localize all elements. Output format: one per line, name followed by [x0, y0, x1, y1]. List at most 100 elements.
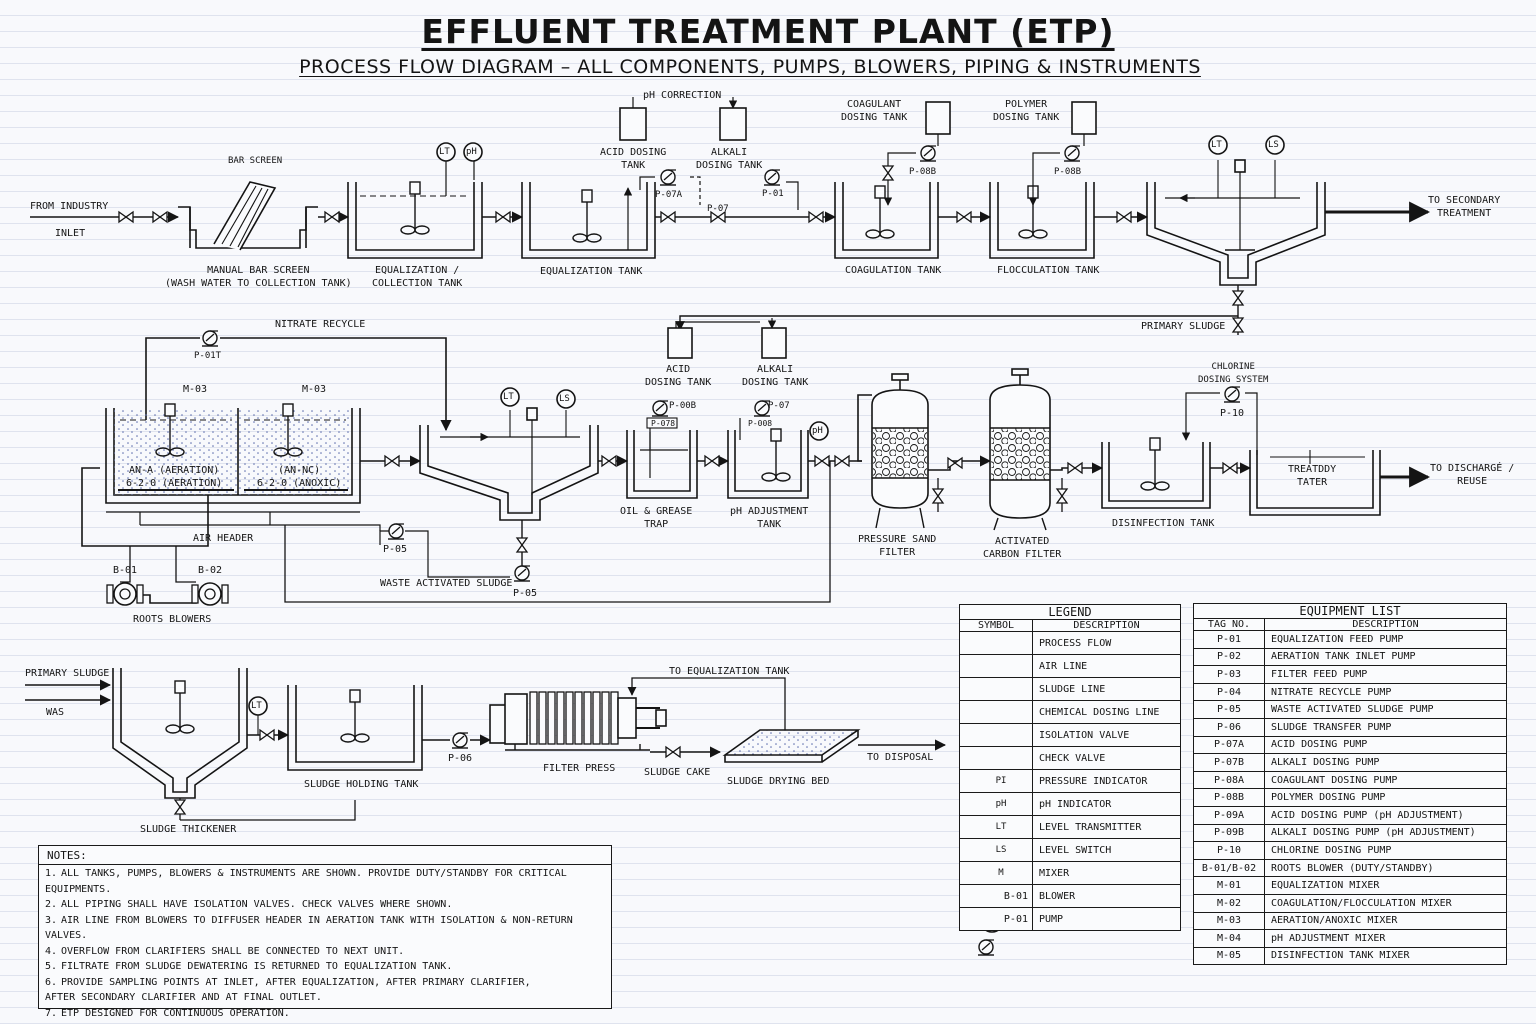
p10-label: P-10	[1220, 408, 1245, 419]
note-item: 3.AIR LINE FROM BLOWERS TO DIFFUSER HEAD…	[45, 913, 611, 944]
blower-b01-icon	[106, 582, 144, 606]
alkali-dosing-tank-mid-label: ALKALI DOSING TANK	[742, 364, 809, 388]
m03-a-label: M-03	[183, 384, 208, 395]
note-item: 1.ALL TANKS, PUMPS, BLOWERS & INSTRUMENT…	[45, 866, 611, 897]
legend-description: ISOLATION VALVE	[1032, 723, 1181, 747]
equipment-tag: P-08A	[1193, 770, 1265, 790]
legend-title: LEGEND	[959, 604, 1181, 620]
note-item: 6.PROVIDE SAMPLING POINTS AT INLET, AFTE…	[45, 975, 611, 1006]
inlet-line	[30, 211, 180, 223]
sludge-cake-label: SLUDGE CAKE	[644, 767, 711, 778]
equipment-tag: P-07A	[1193, 735, 1265, 755]
equipment-description: NITRATE RECYCLE PUMP	[1264, 682, 1507, 702]
note-item: 7.ETP DESIGNED FOR CONTINUOUS OPERATION.	[45, 1006, 611, 1022]
equipment-description: pH ADJUSTMENT MIXER	[1264, 929, 1507, 948]
note-text: FILTRATE FROM SLUDGE DEWATERING IS RETUR…	[61, 961, 453, 972]
secondary-clarifier	[284, 407, 831, 603]
eq-collection-tank	[347, 158, 524, 259]
waste-activated-sludge-label: WASTE ACTIVATED SLUDGE	[380, 578, 513, 589]
equalization-tank-label: EQUALIZATION TANK	[540, 266, 643, 277]
acid-alkali-dosing-mid	[649, 318, 787, 450]
equipment-description: DISINFECTION TANK MIXER	[1264, 946, 1507, 966]
treated-water-label: TREATDDY TATER	[1288, 464, 1337, 488]
p07-top-label: P-07	[707, 204, 729, 214]
p01-top-label: P-01	[762, 189, 784, 199]
to-secondary-label: TO SECONDARY TREATMENT	[1428, 195, 1501, 219]
lt-instrument-1	[436, 142, 456, 162]
filter-press-unit	[489, 677, 786, 758]
equalization-tank	[521, 182, 837, 259]
ph-tag-1: pH	[466, 147, 477, 157]
b02-label: B-02	[198, 565, 223, 576]
equipment-tag: M-03	[1193, 911, 1265, 931]
equipment-description: COAGULATION/FLOCCULATION MIXER	[1264, 893, 1507, 913]
sludge-drying-bed-label: SLUDGE DRYING BED	[727, 776, 830, 787]
legend-symbol: M	[959, 861, 1033, 885]
filter-press-label: FILTER PRESS	[543, 763, 616, 774]
legend-description: BLOWER	[1032, 884, 1181, 908]
ls-tag-2: LS	[559, 394, 570, 404]
legend-description: MIXER	[1032, 861, 1181, 885]
equipment-description: AERATION TANK INLET PUMP	[1264, 647, 1507, 667]
notes-list: 1.ALL TANKS, PUMPS, BLOWERS & INSTRUMENT…	[45, 866, 611, 1021]
legend-symbol	[959, 700, 1033, 724]
equipment-description: ALKALI DOSING PUMP	[1264, 753, 1507, 772]
lt-tag-1: LT	[439, 147, 450, 157]
ph-instrument-2	[809, 421, 829, 441]
note-text: PROVIDE SAMPLING POINTS AT INLET, AFTER …	[45, 976, 531, 1004]
lt-tag-3: LT	[503, 392, 514, 402]
ls-instrument-1	[1265, 135, 1285, 155]
equipment-description: WASTE ACTIVATED SLUDGE PUMP	[1264, 700, 1507, 719]
equipment-tag: P-07B	[1193, 753, 1265, 772]
sludge-thickener	[112, 668, 356, 821]
legend-col-symbol: SYMBOL	[959, 619, 1033, 632]
lt-instrument-2	[1208, 135, 1228, 155]
note-text: OVERFLOW FROM CLARIFIERS SHALL BE CONNEC…	[61, 945, 405, 957]
equipment-description: FILTER FEED PUMP	[1264, 665, 1507, 684]
equipment-tag: P-06	[1193, 717, 1265, 737]
equipment-tag: P-01	[1193, 630, 1265, 649]
bar-screen-channel	[178, 181, 350, 251]
legend-description: pH INDICATOR	[1032, 792, 1181, 816]
primary-clarifier	[675, 159, 1431, 335]
pressure-sand-filter-vessel	[871, 373, 992, 529]
manual-bar-screen-label: MANUAL BAR SCREEN (WASH WATER TO COLLECT…	[165, 265, 352, 289]
legend-col-description: DESCRIPTION	[1032, 619, 1181, 632]
disinfection-tank-label: DISINFECTION TANK	[1112, 518, 1215, 529]
legend-symbol: pH	[959, 792, 1033, 816]
equipment-description: ALKALI DOSING PUMP (pH ADJUSTMENT)	[1264, 823, 1507, 843]
legend-symbol	[959, 746, 1033, 770]
sludge-holding-tank-label: SLUDGE HOLDING TANK	[304, 779, 419, 790]
disinfection-tank	[1101, 392, 1258, 509]
legend-description: CHECK VALVE	[1032, 746, 1181, 770]
primary-sludge-low-label: PRIMARY SLUDGE	[25, 668, 110, 679]
legend-description: CHEMICAL DOSING LINE	[1032, 700, 1181, 724]
equipment-description: ACID DOSING PUMP (pH ADJUSTMENT)	[1264, 805, 1507, 825]
aeration-zone-label: AN-A (AERATION) 6-2-0 (AERATION)	[126, 465, 223, 489]
legend-row: CHEMICAL DOSING LINE	[959, 700, 1181, 724]
activated-carbon-filter-vessel	[989, 368, 1104, 531]
legend-description: SLUDGE LINE	[1032, 677, 1181, 701]
nitrate-recycle-label: NITRATE RECYCLE	[275, 319, 366, 330]
legend-description: PROCESS FLOW	[1032, 631, 1181, 655]
legend-symbol	[959, 654, 1033, 678]
legend-row: SLUDGE LINE	[959, 677, 1181, 701]
equipment-tag: M-01	[1193, 876, 1265, 895]
p05-low-label: P-05	[513, 588, 538, 599]
ph-adjustment-tank-label: pH ADJUSTMENT TANK	[730, 506, 809, 530]
equipment-tag: P-04	[1193, 682, 1265, 702]
legend-description: AIR LINE	[1032, 654, 1181, 678]
note-number: 5.	[45, 961, 58, 972]
